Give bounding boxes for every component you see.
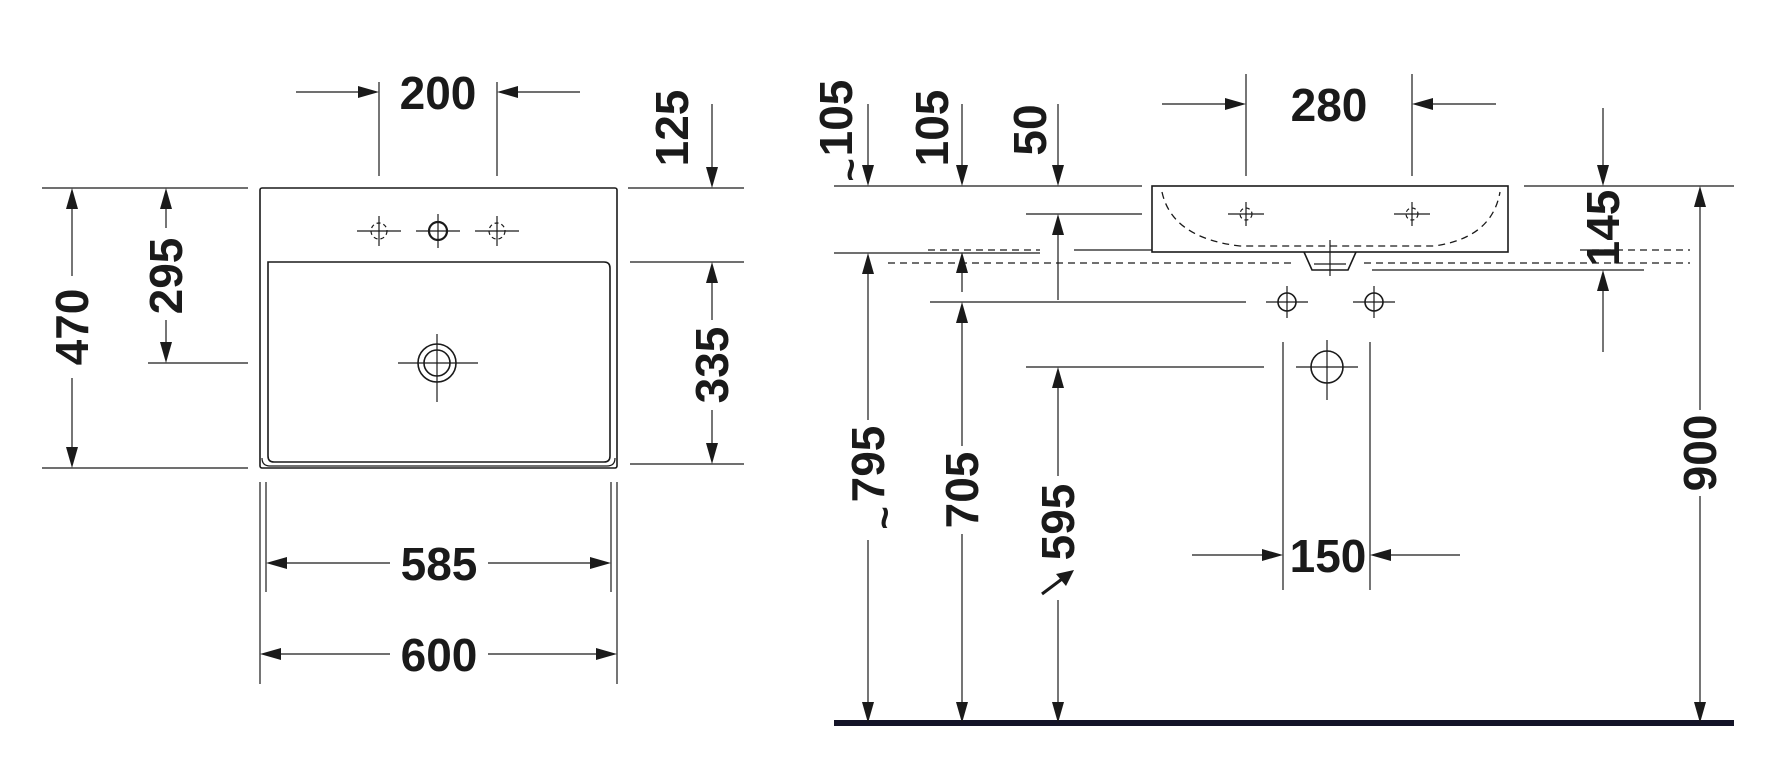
dim-bowl-depth: 335 (630, 261, 744, 465)
dim-150-label: 150 (1290, 530, 1367, 582)
basin-outline (259, 187, 618, 469)
dim-supply-spacing: 150 (1192, 530, 1460, 582)
dim-335-label: 335 (686, 327, 738, 404)
dim-470-label: 470 (46, 289, 98, 366)
dim-105-mid-label: 105 (906, 90, 958, 167)
dim-tap-spacing: 200 (296, 67, 580, 176)
dim-50-label: 50 (1004, 104, 1056, 155)
dim-mid-105: 105 (906, 90, 968, 292)
dim-600-label: 600 (401, 629, 478, 681)
dim-top-50: 50 (1004, 104, 1064, 300)
bowl-hidden-line (1161, 191, 1501, 247)
supply-connections (930, 286, 1395, 318)
dim-900-label: 900 (1674, 415, 1726, 492)
dim-705-label: 705 (936, 452, 988, 529)
tap-holes (357, 214, 519, 248)
dim-105-left-tilde: ~ (829, 158, 873, 181)
dim-height-595: 595 (1032, 367, 1084, 723)
dim-595-label: 595 (1032, 484, 1084, 561)
side-tap-holes (1228, 202, 1430, 226)
dim-left-105: 105 ~ (810, 80, 874, 186)
dim-inner-width: 585 (265, 482, 612, 592)
side-view: 150 280 145 900 (810, 74, 1734, 726)
dim-105-left-label: 105 (810, 80, 862, 157)
dim-height-795: 795 ~ (842, 253, 907, 723)
dim-125-label: 125 (646, 90, 698, 167)
dim-height-705: 705 (936, 302, 988, 723)
dim-total-height: 900 (1674, 186, 1726, 723)
bowl-outline (267, 261, 611, 463)
dim-280-label: 280 (1291, 79, 1368, 131)
dim-basin-depth: 470 (42, 187, 248, 469)
dim-rim-height: 145 (1577, 108, 1629, 352)
dim-795-tilde: ~ (863, 506, 907, 529)
dim-295-label: 295 (140, 238, 192, 315)
dim-side-tap-spacing: 280 (1162, 74, 1496, 176)
dim-200-label: 200 (400, 67, 477, 119)
dim-795-label: 795 (842, 426, 894, 503)
dim-drain-from-back: 295 (140, 188, 248, 364)
drain-connection (1026, 340, 1358, 400)
dim-145-label: 145 (1577, 190, 1629, 267)
drain-icon (398, 334, 478, 402)
front-view: 200 125 470 295 (42, 67, 744, 684)
dim-585-label: 585 (401, 538, 478, 590)
bowl-front-edge (261, 457, 616, 467)
dim-overall-width: 600 (259, 482, 618, 684)
dim-tap-from-back: 125 (628, 90, 744, 189)
